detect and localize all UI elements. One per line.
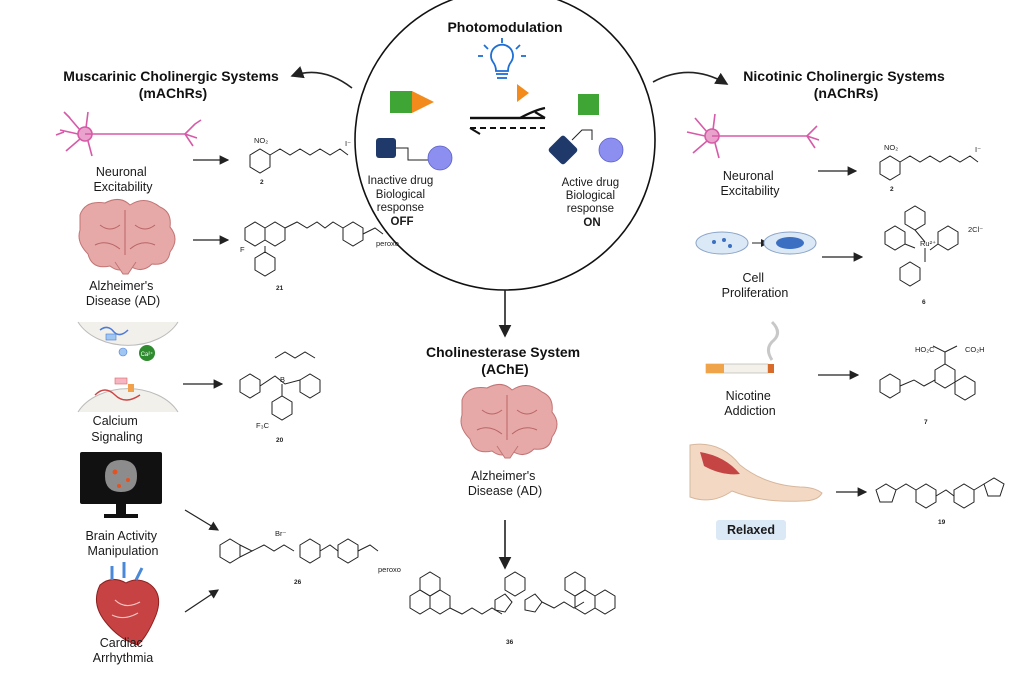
compound-label: 21 bbox=[276, 285, 284, 292]
arrow-to-muscarinic bbox=[290, 66, 353, 89]
arrow-to-nicotinic bbox=[652, 71, 729, 85]
compound-21: F peroxo 21 bbox=[240, 221, 399, 292]
c-alzheimers-label: Alzheimer's Disease (AD) bbox=[468, 469, 542, 498]
svg-text:peroxo: peroxo bbox=[378, 565, 401, 574]
compound-label: 20 bbox=[276, 437, 284, 444]
n-proliferation-label: Cell Proliferation bbox=[722, 271, 789, 300]
compound-label: 2 bbox=[260, 179, 264, 186]
arrow-m-brain-activity bbox=[184, 509, 220, 531]
active-drug-caption: Active drug Biological response ON bbox=[562, 177, 623, 229]
m-cardiac-label: Cardiac Arrhythmia bbox=[93, 636, 153, 665]
calcium-signaling-icon: Ca²⁺ bbox=[77, 321, 179, 413]
green-square-icon bbox=[578, 94, 599, 115]
active-receptor-icon bbox=[548, 129, 624, 165]
svg-text:Br⁻: Br⁻ bbox=[275, 529, 287, 538]
ca-text: Ca²⁺ bbox=[141, 351, 154, 358]
photomodulation-title: Photomodulation bbox=[447, 19, 562, 35]
cigarette-icon bbox=[705, 320, 779, 374]
svg-text:B: B bbox=[280, 375, 285, 384]
inactive-drug-caption: Inactive drug Biological response OFF bbox=[367, 175, 436, 228]
compound-label: 6 bbox=[922, 299, 926, 306]
equilibrium-arrows bbox=[469, 84, 546, 135]
m-alzheimers-label: Alzheimer's Disease (AD) bbox=[86, 279, 160, 308]
relaxed-tag bbox=[716, 520, 786, 540]
n-nicotine-label: Nicotine Addiction bbox=[724, 389, 775, 418]
photoswitch-compound-icon bbox=[390, 91, 434, 113]
compound-20: B F₃C 20 bbox=[239, 351, 321, 444]
svg-text:NO₂: NO₂ bbox=[884, 143, 898, 152]
muscarinic-title: Muscarinic Cholinergic Systems (mAChRs) bbox=[63, 68, 282, 101]
relaxed-label: Relaxed bbox=[727, 523, 775, 537]
n-neuronal-label: Neuronal Excitability bbox=[720, 169, 780, 198]
brain-section-icon bbox=[78, 199, 176, 275]
svg-text:I⁻: I⁻ bbox=[345, 139, 351, 148]
svg-text:F: F bbox=[240, 245, 245, 254]
compound-2-left: NO₂ I⁻ 2 bbox=[249, 136, 351, 186]
svg-text:2Cl⁻: 2Cl⁻ bbox=[968, 225, 983, 234]
m-neuronal-label: Neuronal Excitability bbox=[93, 165, 153, 194]
arm-muscle-icon bbox=[689, 443, 823, 502]
m-brain-activity-label: Brain Activity Manipulation bbox=[85, 529, 160, 558]
nicotinic-section: Nicotinic Cholinergic Systems (nAChRs) N… bbox=[686, 68, 948, 540]
cholinesterase-section: Cholinesterase System (AChE) Alzheimer's… bbox=[409, 344, 616, 646]
neuron-icon bbox=[55, 111, 202, 157]
released-triangle-icon bbox=[517, 84, 529, 102]
compound-label: 2 bbox=[890, 186, 894, 193]
compound-label: 19 bbox=[938, 519, 946, 526]
svg-text:HO₂C: HO₂C bbox=[915, 345, 935, 354]
m-calcium-label: Calcium Signaling bbox=[91, 414, 142, 444]
compound-label: 36 bbox=[506, 639, 514, 646]
photomodulation-panel: Photomodulation Inactive drug Biological… bbox=[354, 0, 656, 291]
heart-icon bbox=[95, 562, 160, 646]
muscarinic-section: Muscarinic Cholinergic Systems (mAChRs) … bbox=[55, 68, 282, 665]
neuron-icon bbox=[686, 113, 820, 159]
svg-text:I⁻: I⁻ bbox=[975, 145, 981, 154]
svg-text:Ru²⁺: Ru²⁺ bbox=[920, 239, 936, 248]
svg-text:peroxo: peroxo bbox=[376, 239, 399, 248]
compound-6: Ru²⁺ 2Cl⁻ 6 bbox=[884, 205, 983, 306]
compound-7: HO₂C CO₂H 7 bbox=[879, 345, 985, 426]
compound-36: 36 bbox=[409, 571, 616, 646]
svg-text:CO₂H: CO₂H bbox=[965, 345, 985, 354]
brain-section-icon bbox=[460, 384, 558, 459]
compound-label: 7 bbox=[924, 419, 928, 426]
inactive-receptor-icon bbox=[376, 138, 453, 171]
cholinesterase-title: Cholinesterase System (AChE) bbox=[426, 344, 584, 377]
compound-label: 26 bbox=[294, 579, 302, 586]
light-bulb-icon bbox=[478, 38, 526, 79]
compound-19: 19 bbox=[875, 477, 1005, 526]
compound-2-right: NO₂ I⁻ 2 bbox=[879, 143, 981, 193]
arrow-m-cardiac bbox=[184, 589, 219, 613]
nicotinic-title: Nicotinic Cholinergic Systems (nAChRs) bbox=[743, 68, 948, 101]
monitor-brain-icon bbox=[80, 452, 162, 518]
petri-dish-icon bbox=[695, 231, 817, 255]
compound-26-left: Br⁻ peroxo 26 bbox=[219, 529, 401, 586]
svg-text:NO₂: NO₂ bbox=[254, 136, 268, 145]
svg-text:F₃C: F₃C bbox=[256, 421, 270, 430]
